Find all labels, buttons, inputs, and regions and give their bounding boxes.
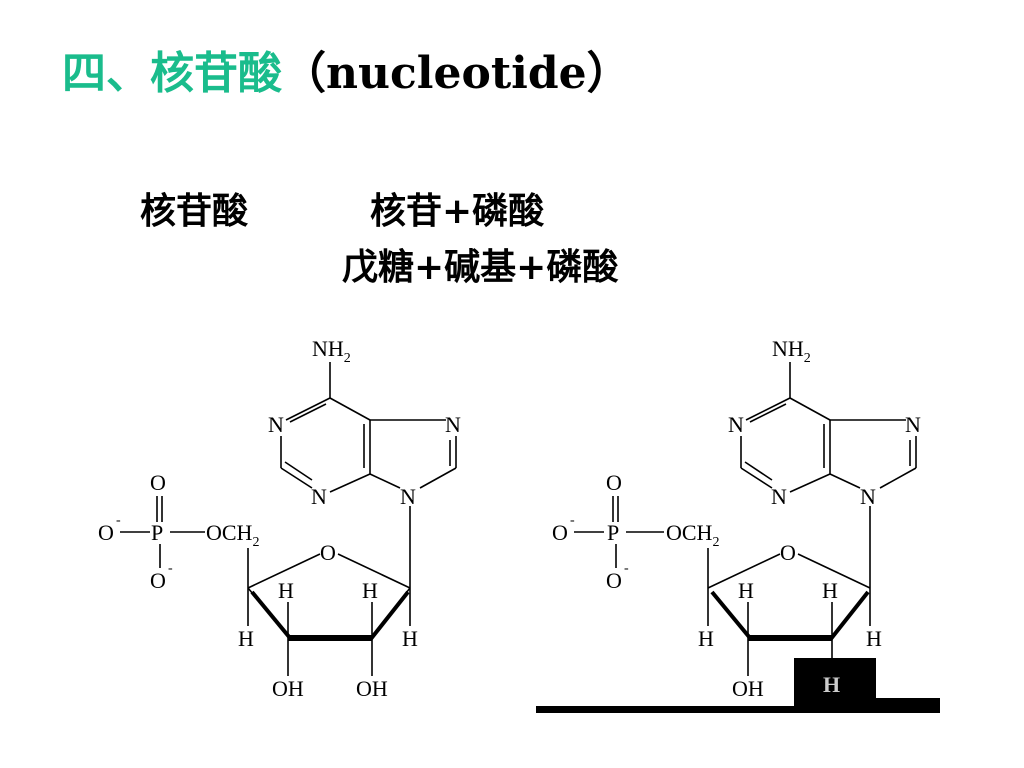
charge-o-left-right: - <box>570 513 575 528</box>
atom-n9-right: N <box>860 484 876 509</box>
charge-o-bottom-right: - <box>624 561 629 576</box>
ring-o-right: O <box>780 540 796 565</box>
atom-n9: N <box>400 484 416 509</box>
amine-label: NH2 <box>312 336 351 366</box>
h-c2-right: H <box>822 578 838 603</box>
atom-n7-right: N <box>905 412 921 437</box>
h-c4-right: H <box>698 626 714 651</box>
atom-n3: N <box>311 484 327 509</box>
atom-n7: N <box>445 412 461 437</box>
oh-c2: OH <box>356 676 388 701</box>
phosphate-p: P <box>151 520 163 545</box>
title-english: （nucleotide） <box>282 48 631 99</box>
bold-bond-c4-c3 <box>250 590 292 640</box>
h-c3: H <box>278 578 294 603</box>
composition-nucleoside-phosphate: 核苷+磷酸 <box>370 191 545 232</box>
phosphate-o-left-right: O <box>552 520 568 545</box>
bold-bond-c2-c1 <box>368 590 410 642</box>
h-c2: H <box>362 578 378 603</box>
bold-bond-c4-c3-right <box>710 590 752 640</box>
phosphate-o-bottom: O <box>150 568 166 593</box>
atom-n1: N <box>268 412 284 437</box>
composition-term: 核苷酸 <box>140 191 249 232</box>
ester-och2: OCH2 <box>206 520 259 550</box>
highlight-box <box>794 658 876 712</box>
h-c4: H <box>238 626 254 651</box>
ring-o: O <box>320 540 336 565</box>
title-chinese: 四、核苷酸 <box>62 48 282 99</box>
baseline-bar <box>536 706 940 713</box>
structure-ribonucleotide: NH2 N N N N O O - P O - OCH2 O H H H H O… <box>98 336 461 701</box>
oh-c3: OH <box>272 676 304 701</box>
highlight-step <box>876 698 940 713</box>
h-c1-right: H <box>866 626 882 651</box>
charge-o-bottom: - <box>168 561 173 576</box>
atom-n1-right: N <box>728 412 744 437</box>
bonds-left <box>120 362 457 676</box>
atom-n3-right: N <box>771 484 787 509</box>
bold-bond-c2-c1-right <box>828 590 870 642</box>
charge-o-left: - <box>116 513 121 528</box>
phosphate-o-top: O <box>150 470 166 495</box>
bonds-right <box>574 362 917 676</box>
phosphate-o-left: O <box>98 520 114 545</box>
phosphate-o-bottom-right: O <box>606 568 622 593</box>
slide-title: 四、核苷酸（nucleotide） <box>62 52 631 96</box>
structure-deoxyribonucleotide: H NH2 N N N N O O - P O - OCH2 O H H H H… <box>536 336 940 713</box>
h-c1: H <box>402 626 418 651</box>
amine-label-right: NH2 <box>772 336 811 366</box>
h-c3-right: H <box>738 578 754 603</box>
composition-sugar-base-phosphate: 戊糖+碱基+磷酸 <box>342 247 619 288</box>
highlight-h: H <box>823 672 840 697</box>
ester-och2-right: OCH2 <box>666 520 719 550</box>
oh-c3-right: OH <box>732 676 764 701</box>
phosphate-o-top-right: O <box>606 470 622 495</box>
phosphate-p-right: P <box>607 520 619 545</box>
